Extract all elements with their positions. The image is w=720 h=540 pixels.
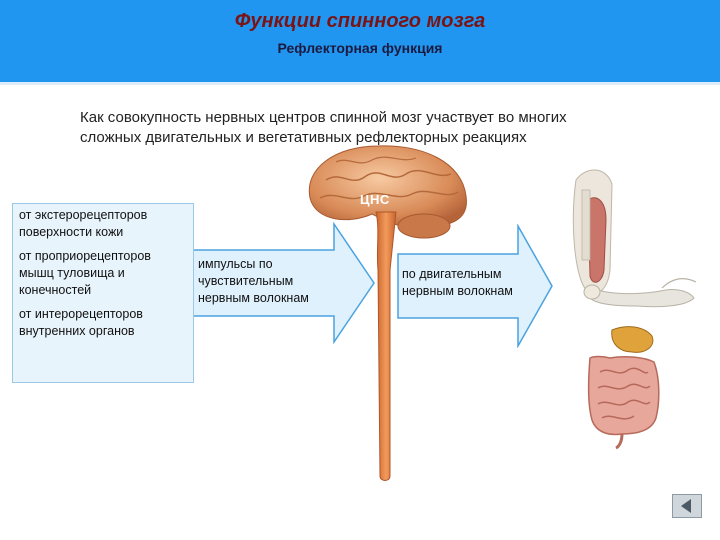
arm-muscles-illustration: [566, 160, 706, 320]
motor-arrow: [397, 224, 553, 348]
source-exteroceptors: от экстерорецепторов поверхности кожи: [19, 208, 148, 239]
cns-label: ЦНС: [360, 192, 390, 207]
header-banner: Функции спинного мозга Рефлекторная функ…: [0, 0, 720, 85]
receptor-sources-box: от экстерорецепторов поверхности кожи от…: [12, 203, 194, 383]
motor-arrow-label: по двигательным нервным волокнам: [402, 267, 513, 298]
sensory-arrow-label: импульсы по чувствительным нервным волок…: [198, 257, 309, 305]
spinal-cord: [375, 211, 397, 481]
brain-spinal-cord-illustration: [308, 145, 467, 481]
internal-organs-illustration: [587, 326, 660, 450]
triangle-left-icon: [681, 499, 691, 513]
brain-shape: [308, 145, 467, 228]
slide-subtitle: Рефлекторная функция: [277, 40, 443, 56]
previous-slide-button[interactable]: [672, 494, 702, 518]
intro-text: Как совокупность нервных центров спинной…: [80, 109, 567, 146]
source-interoceptors: от интерорецепторов внутренних органов: [19, 307, 143, 338]
source-proprioceptors: от проприорецепторов мышц туловища и кон…: [19, 249, 151, 297]
slide-title: Функции спинного мозга: [234, 10, 486, 32]
sensory-arrow: [191, 222, 375, 344]
